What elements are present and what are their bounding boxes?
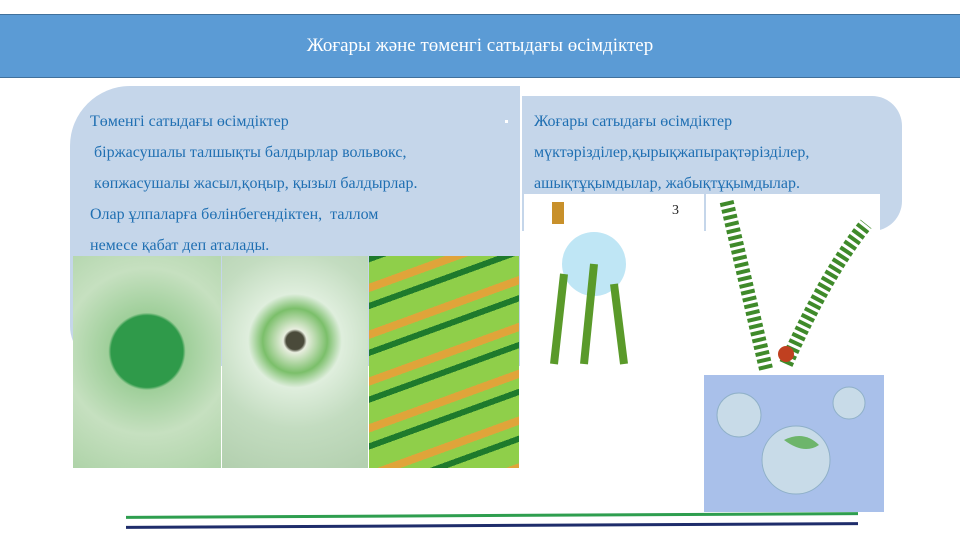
moss-label: 3 (672, 203, 679, 218)
slide-title: Жоғары және төменгі сатыдағы өсімдіктер (0, 14, 960, 78)
green-divider (125, 512, 859, 519)
text-line: мүктәрізділер,қырықжапырақтәрізділер, (534, 144, 810, 161)
text-line: ашықтұқымдылар, жабықтұқымдылар. (534, 175, 800, 192)
text-line: көпжасушалы жасыл,қоңыр, қызыл балдырлар… (90, 175, 418, 192)
text-line: Жоғары сатыдағы өсімдіктер (534, 113, 733, 130)
text-line: біржасушалы талшықты балдырлар вольвокс, (90, 144, 407, 161)
spores-image (704, 375, 884, 512)
moss-image: 3 (524, 194, 704, 372)
fern-illustration (719, 197, 872, 371)
chlamydomonas-image (222, 256, 368, 468)
text-line: немесе қабат деп аталады. (90, 237, 270, 254)
text-line: Төменгі сатыдағы өсімдіктер (90, 113, 289, 130)
volvox-image (73, 256, 221, 468)
fern-image (706, 194, 880, 372)
moss-illustration: 3 (550, 202, 679, 365)
decorative-dot (505, 120, 508, 123)
algae-cells-image (369, 256, 519, 468)
text-line: Олар ұлпаларға бөлінбегендіктен, таллом (90, 206, 379, 223)
spores-illustration (716, 386, 866, 495)
navy-divider (125, 522, 859, 529)
